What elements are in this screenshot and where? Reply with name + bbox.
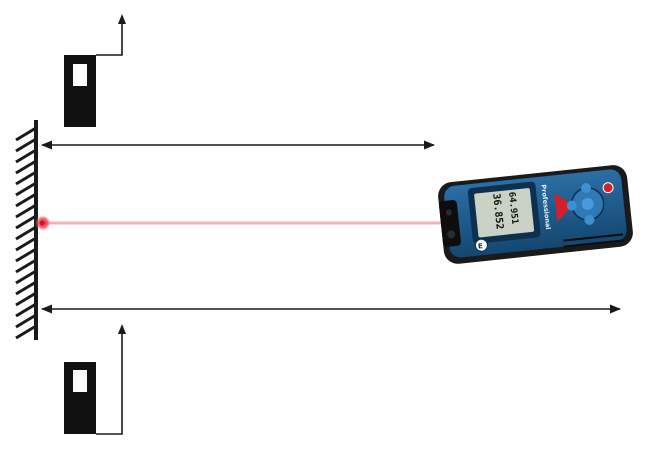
device-badge: E (478, 242, 484, 250)
wall-hatch-line (15, 203, 37, 219)
reference-arrow-icon (96, 324, 126, 435)
device-reference-icon (64, 362, 96, 434)
wall-hatch-line (15, 258, 37, 274)
wall-hatch-line (15, 291, 37, 307)
wall-hatch-line (15, 181, 37, 197)
wall-hatch-line (15, 159, 37, 175)
wall-hatch-line (15, 148, 37, 164)
wall-hatch-line (15, 225, 37, 241)
wall-hatch-line (15, 236, 37, 252)
lcd-bottom-value: 36.852 (490, 193, 505, 230)
wall-hatch-line (15, 280, 37, 296)
wall-hatch-line (15, 192, 37, 208)
device-reference-icon (64, 55, 96, 127)
wall-hatch-icon (15, 120, 38, 340)
wall-hatch-line (15, 126, 37, 142)
wall-hatch-line (15, 302, 37, 318)
wall-hatch-line (15, 269, 37, 285)
wall-hatch-line (15, 214, 37, 230)
laser-distance-meter-icon: 64.951 36.852 E Professional (438, 165, 633, 264)
lcd-top-value: 64.951 (506, 191, 519, 224)
wall-hatch-line (15, 313, 37, 329)
wall-hatch-line (15, 170, 37, 186)
laser-spot-icon (35, 215, 51, 231)
wall-hatch-line (15, 324, 37, 340)
reference-arrow-icon (96, 14, 126, 56)
wall-hatch-line (15, 137, 37, 153)
wall-hatch-line (15, 247, 37, 263)
